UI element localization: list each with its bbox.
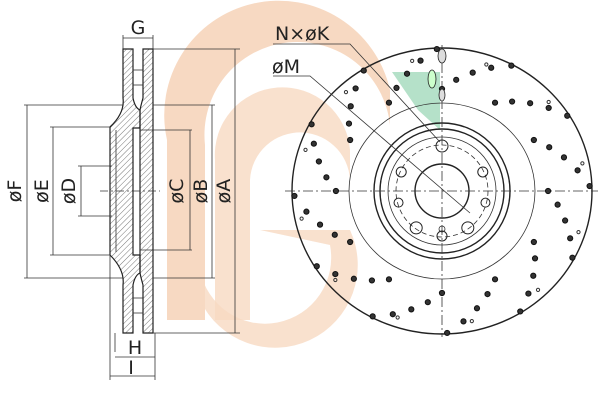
drilled-hole	[368, 277, 376, 284]
drilled-hole	[291, 192, 298, 200]
drilled-hole	[473, 305, 481, 312]
drilled-hole	[530, 238, 537, 246]
balance-hole	[395, 315, 400, 320]
label-holes-count-diameter: N×øK	[275, 23, 330, 45]
drilled-hole	[424, 299, 431, 306]
drilled-hole	[369, 313, 376, 320]
drilled-hole	[313, 263, 320, 270]
drilled-hole	[567, 235, 574, 242]
drilled-hole	[562, 217, 569, 224]
drilled-hole	[385, 276, 393, 283]
drilled-hole	[544, 187, 552, 195]
front-view: N×øK øM	[272, 23, 598, 337]
drilled-hole	[389, 311, 396, 318]
balance-hole	[580, 161, 585, 166]
drilled-hole	[564, 112, 571, 119]
bolt-hole	[436, 230, 448, 242]
balance-hole	[535, 287, 541, 292]
drilled-hole	[491, 99, 499, 106]
watermark-logo	[164, 0, 440, 348]
balance-hole	[410, 58, 415, 64]
drilled-hole	[347, 136, 354, 144]
dim-label-h: H	[128, 337, 142, 359]
drilled-hole	[408, 306, 415, 313]
label-bolt-circle-diameter: øM	[272, 56, 300, 78]
drilled-hole	[308, 121, 315, 128]
drilled-hole	[350, 275, 357, 282]
drilled-hole	[517, 308, 524, 315]
drilled-hole	[491, 276, 499, 283]
balance-hole	[469, 318, 474, 324]
dim-label-f: øF	[4, 180, 26, 203]
drilled-hole	[360, 67, 367, 74]
dim-label-a: øA	[213, 179, 235, 204]
drilled-hole	[385, 99, 393, 106]
drilled-hole	[352, 85, 359, 92]
drilled-hole	[574, 167, 581, 174]
bolt-hole	[480, 197, 491, 208]
dim-label-b: øB	[190, 179, 212, 204]
locator-hole-inner	[438, 225, 446, 233]
drilled-hole	[508, 62, 515, 69]
balance-hole	[484, 62, 489, 67]
bolt-hole	[477, 166, 489, 178]
drilled-hole	[560, 154, 568, 161]
drilled-hole	[527, 100, 534, 107]
drilled-hole	[347, 103, 354, 110]
drilled-hole	[530, 272, 537, 279]
drilled-hole	[438, 289, 446, 297]
drilled-hole	[303, 208, 310, 215]
dim-label-d: øD	[58, 178, 80, 204]
bolt-hole	[461, 221, 475, 235]
drilled-hole	[546, 144, 553, 151]
drilled-hole	[484, 290, 491, 298]
bolt-holes	[393, 139, 491, 242]
drilled-hole	[586, 182, 593, 190]
drilled-hole	[316, 221, 324, 228]
drilled-hole	[508, 98, 516, 105]
drilled-hole	[332, 187, 340, 195]
wear-indicator-icon	[437, 48, 447, 64]
drilled-hole	[469, 69, 476, 76]
drilled-hole	[393, 84, 400, 92]
dim-label-c: øC	[166, 179, 188, 204]
balance-hole	[303, 147, 308, 153]
drilled-hole	[453, 76, 460, 83]
drilled-hole	[531, 255, 539, 262]
drilled-hole	[433, 45, 440, 53]
drilled-hole	[444, 329, 451, 337]
bolt-hole	[435, 139, 449, 153]
dim-label-g: G	[131, 17, 146, 39]
drilled-hole	[530, 136, 537, 144]
drilled-hole	[554, 201, 561, 208]
bolt-hole	[409, 221, 423, 235]
drilled-hole	[488, 64, 495, 71]
balance-hole	[299, 216, 304, 221]
balance-hole	[333, 277, 338, 283]
side-section-view: G H I øF øE øD øC øB øA	[4, 17, 240, 380]
drilled-hole	[460, 318, 467, 325]
drilled-hole	[417, 57, 424, 64]
bolt-hole	[395, 166, 407, 178]
balance-hole	[576, 229, 581, 235]
drilled-hole	[545, 104, 552, 112]
drilled-hole	[345, 120, 353, 127]
drilled-hole	[315, 158, 322, 165]
balance-hole	[343, 90, 349, 95]
bolt-hole	[393, 197, 404, 208]
drilled-hole	[323, 174, 330, 181]
drilled-hole	[310, 140, 317, 147]
dim-label-i: I	[128, 357, 134, 379]
drilled-holes	[291, 45, 593, 337]
drilled-hole	[403, 70, 411, 77]
drilled-hole	[331, 231, 338, 238]
drilled-hole	[347, 238, 354, 246]
drilled-hole	[332, 270, 339, 278]
drilled-hole	[525, 290, 532, 297]
balance-hole	[546, 99, 551, 105]
drilled-hole	[569, 254, 576, 261]
dim-label-e: øE	[31, 179, 53, 203]
